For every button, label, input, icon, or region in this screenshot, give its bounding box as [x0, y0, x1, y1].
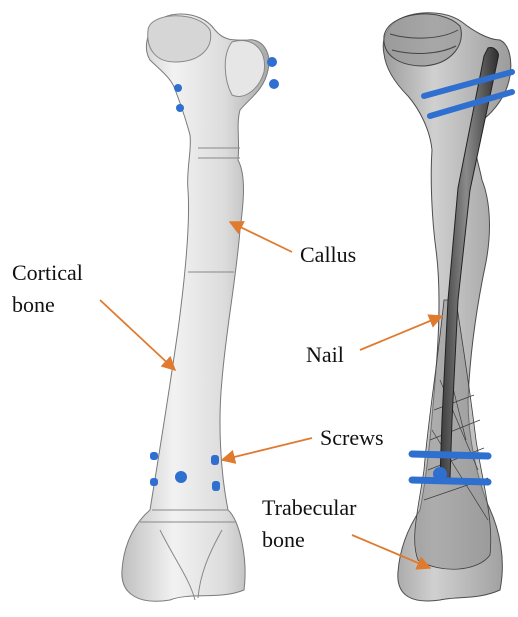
left-femur	[122, 14, 279, 601]
arrow-nail	[360, 316, 442, 350]
screw-head	[175, 471, 187, 483]
screw-head	[150, 478, 158, 486]
screw-head	[211, 455, 219, 465]
label-cortical-bone-line1: Cortical	[12, 260, 83, 285]
screw-head	[433, 467, 447, 481]
label-trabecular-bone-line1: Trabecular	[262, 495, 357, 520]
label-callus: Callus	[300, 242, 356, 267]
screw-head	[174, 84, 182, 92]
arrow-screws	[222, 438, 312, 460]
label-cortical-bone-line2: bone	[12, 292, 55, 317]
screw-head	[176, 104, 184, 112]
screw-head	[212, 481, 220, 491]
label-trabecular-bone-line2: bone	[262, 527, 305, 552]
label-nail: Nail	[306, 342, 344, 367]
label-screws: Screws	[320, 425, 384, 450]
distal-screw	[412, 480, 488, 482]
left-femur-shape	[122, 14, 269, 601]
screw-head	[267, 57, 277, 67]
right-femur	[383, 13, 512, 601]
left-femoral-head	[148, 16, 211, 62]
screw-head	[150, 452, 158, 460]
distal-screw	[412, 454, 488, 456]
screw-head	[269, 79, 279, 89]
arrow-cortical-bone	[100, 300, 175, 370]
